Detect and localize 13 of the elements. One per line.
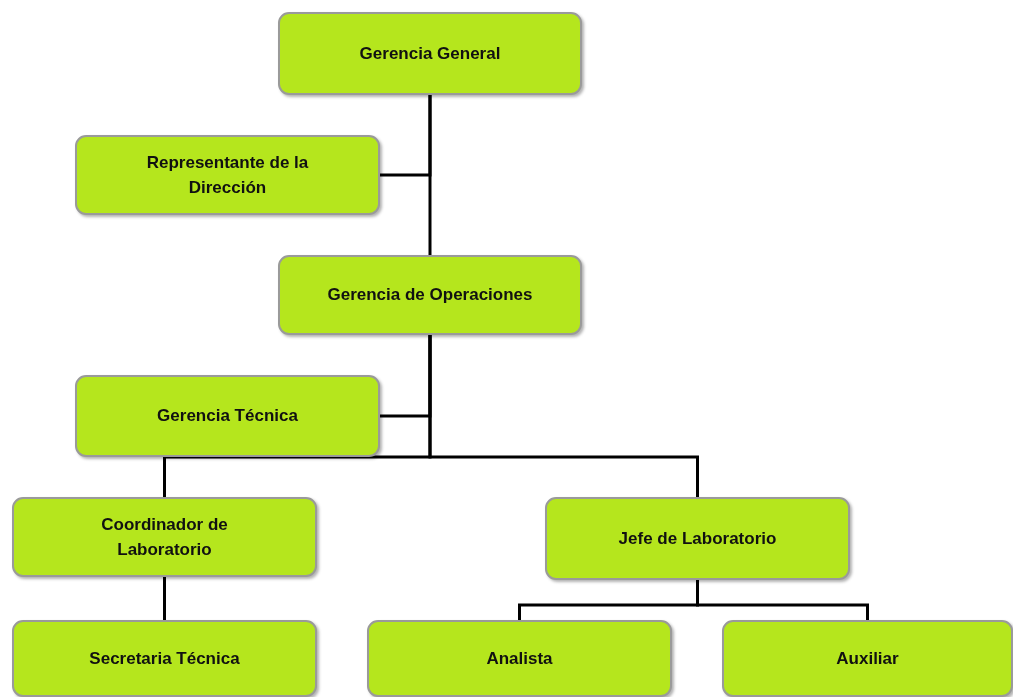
org-box: Analista (367, 620, 672, 697)
org-box: Gerencia General (278, 12, 582, 95)
org-box: Representante de la Dirección (75, 135, 380, 215)
org-box: Jefe de Laboratorio (545, 497, 850, 580)
connector-line (428, 95, 432, 255)
connector-line (696, 580, 869, 620)
connector-line (428, 335, 699, 497)
org-box: Gerencia de Operaciones (278, 255, 582, 335)
org-box: Gerencia Técnica (75, 375, 380, 457)
org-box: Secretaria Técnica (12, 620, 317, 697)
org-box: Auxiliar (722, 620, 1013, 697)
connector-line (163, 577, 166, 620)
org-box: Coordinador de Laboratorio (12, 497, 317, 577)
